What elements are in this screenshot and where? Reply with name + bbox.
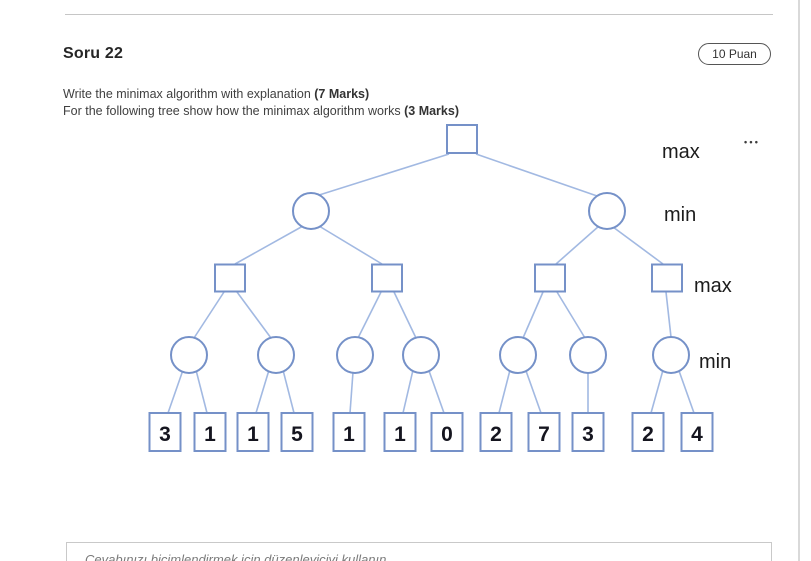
tree-edge — [318, 225, 383, 265]
tree-edge — [234, 225, 304, 265]
tree-edge — [665, 291, 672, 338]
leaf-box — [236, 412, 270, 452]
leaf-box — [571, 412, 605, 452]
tree-node-square — [371, 263, 403, 293]
tree-edge — [195, 369, 208, 414]
answer-editor[interactable]: Cevabınızı biçimlendirmek için düzenleyi… — [66, 542, 772, 561]
tree-node-square — [651, 263, 683, 293]
tree-edge — [498, 369, 511, 414]
leaf-box — [193, 412, 227, 452]
leaf-value: 1 — [394, 423, 406, 446]
question-line-1: Write the minimax algorithm with explana… — [63, 87, 370, 101]
tree-edge — [349, 371, 354, 414]
question-text: Write the minimax algorithm with explana… — [63, 86, 459, 120]
leaf-box — [383, 412, 417, 452]
tree-node-circle — [292, 192, 330, 230]
editor-placeholder: Cevabınızı biçimlendirmek için düzenleyi… — [85, 552, 387, 561]
leaf-value: 1 — [247, 423, 259, 446]
tree-edge — [427, 367, 445, 414]
level-label-max: max — [694, 275, 732, 297]
tree-edge — [393, 291, 417, 339]
leaf-box — [430, 412, 464, 452]
tree-edge — [677, 367, 695, 414]
tree-edge — [524, 367, 542, 414]
tree-node-square — [446, 124, 478, 154]
tree-edge — [193, 291, 225, 339]
tree-node-circle — [257, 336, 295, 374]
leaf-box — [148, 412, 182, 452]
level-label-min: min — [664, 204, 696, 226]
tree-node-square — [214, 263, 246, 293]
marks-1: (7 Marks) — [314, 87, 370, 101]
tree-node-square — [534, 263, 566, 293]
page-right-border — [798, 0, 800, 561]
tree-node-circle — [569, 336, 607, 374]
tree-edge — [282, 369, 295, 414]
tree-node-circle — [336, 336, 374, 374]
question-line-2: For the following tree show how the mini… — [63, 104, 459, 118]
tree-node-circle — [499, 336, 537, 374]
tree-node-circle — [588, 192, 626, 230]
points-badge: 10 Puan — [698, 43, 771, 65]
tree-node-circle — [652, 336, 690, 374]
leaf-value: 0 — [441, 423, 453, 446]
tree-edge — [475, 153, 601, 198]
question-number: Soru 22 — [63, 45, 124, 62]
tree-node-circle — [402, 336, 440, 374]
leaf-value: 1 — [343, 423, 355, 446]
leaf-value: 3 — [582, 423, 594, 446]
leaf-box — [527, 412, 561, 452]
leaf-box — [280, 412, 314, 452]
marks-2: (3 Marks) — [404, 104, 459, 118]
tree-edge — [255, 369, 270, 414]
tree-edge — [402, 369, 414, 414]
leaf-box — [479, 412, 513, 452]
leaf-value: 2 — [642, 423, 654, 446]
leaf-value: 7 — [538, 423, 550, 446]
tree-edge — [357, 291, 382, 339]
level-label-max: max — [662, 141, 700, 163]
tree-edge — [236, 291, 272, 339]
leaf-box — [332, 412, 366, 452]
leaf-box — [680, 412, 714, 452]
tree-edge — [556, 291, 586, 339]
more-options-icon[interactable]: ••• — [744, 137, 761, 147]
leaf-box — [631, 412, 665, 452]
tree-edge — [555, 225, 600, 265]
tree-edge — [167, 369, 184, 414]
leaf-value: 5 — [291, 423, 303, 446]
leaf-value: 1 — [204, 423, 216, 446]
tree-edge — [315, 153, 450, 197]
level-label-min: min — [699, 351, 731, 373]
tree-node-circle — [170, 336, 208, 374]
leaf-value: 3 — [159, 423, 171, 446]
tree-edge — [650, 369, 664, 414]
leaf-value: 4 — [691, 423, 703, 446]
tree-edge — [522, 291, 544, 339]
tree-edge — [612, 226, 664, 265]
leaf-value: 2 — [490, 423, 502, 446]
top-divider — [65, 14, 773, 15]
